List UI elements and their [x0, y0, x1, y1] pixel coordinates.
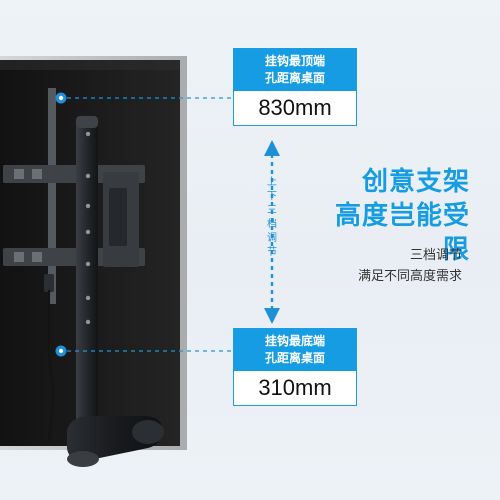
top-pointer	[55, 92, 232, 104]
adjustment-label: 上下三档调节	[267, 177, 277, 258]
height-arrow-icon	[264, 140, 280, 324]
headline-line-1: 创意支架	[361, 167, 470, 197]
bottom-pointer	[55, 345, 232, 357]
wall-bracket	[3, 88, 145, 304]
subtext-line-1: 三档调节	[409, 248, 462, 263]
bottom-callout-value: 310mm	[234, 371, 356, 405]
cable	[47, 289, 55, 441]
bottom-callout-title: 挂钩最底端 孔距离桌面	[234, 329, 356, 371]
top-callout-title: 挂钩最顶端 孔距离桌面	[234, 49, 356, 91]
headline-line-2: 高度岂能受限	[334, 201, 470, 265]
top-callout-value: 830mm	[234, 91, 356, 125]
stand-column	[44, 116, 98, 436]
top-callout: 挂钩最顶端 孔距离桌面 830mm	[233, 48, 357, 126]
subtext-line-2: 满足不同高度需求	[357, 269, 462, 284]
stand-base	[67, 416, 164, 467]
bottom-callout: 挂钩最底端 孔距离桌面 310mm	[233, 328, 357, 406]
